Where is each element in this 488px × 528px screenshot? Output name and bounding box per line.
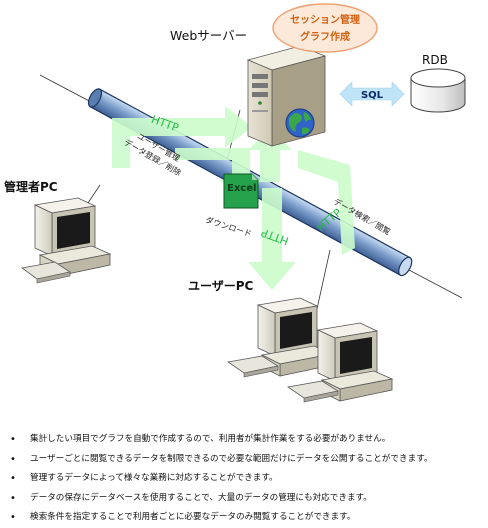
svg-text:グラフ作成: グラフ作成 — [300, 30, 350, 43]
user-download-arrow — [248, 188, 296, 290]
svg-text:Excel: Excel — [227, 183, 256, 194]
feature-item: データの保存にデータベースを使用することで、大量のデータの管理にも対応できます。 — [10, 489, 485, 509]
admin-pc-icon — [21, 197, 112, 284]
feature-item: ユーザーごとに閲覧できるデータを制限できるので必要な範囲だけにデータを公開するこ… — [10, 450, 485, 470]
web-server-label: Webサーバー — [170, 28, 247, 43]
svg-text:SQL: SQL — [361, 90, 384, 101]
web-server-icon — [246, 45, 327, 147]
feature-list: 集計したい項目でグラフを自動で作成するので、利用者が集計作業をする必要がありませ… — [10, 430, 485, 528]
excel-file-icon: Excel — [223, 173, 259, 209]
download-caption: ダウンロード — [204, 214, 253, 238]
session-graph-bubble: セッション管理 グラフ作成 — [272, 3, 378, 53]
user-pc-icon-2 — [286, 322, 394, 403]
user-pc-icon-1 — [226, 297, 334, 378]
admin-pc-label: 管理者PC — [4, 179, 58, 194]
user-search-arrow — [298, 150, 355, 255]
rdb-label: RDB — [422, 53, 448, 67]
globe-icon — [285, 108, 315, 138]
rdb-database-icon — [410, 68, 466, 113]
feature-item: 集計したい項目でグラフを自動で作成するので、利用者が集計作業をする必要がありませ… — [10, 430, 485, 450]
user-pc-label: ユーザーPC — [188, 279, 254, 293]
svg-text:セッション管理: セッション管理 — [290, 13, 360, 26]
sql-arrow: SQL — [339, 81, 405, 107]
feature-item: 管理するデータによって様々な業務に対応することができます。 — [10, 469, 485, 489]
system-diagram: HTTP HTTP HTTP ユーザー管理 データ登録／削除 データ検索／閲覧 … — [4, 3, 466, 403]
admin-upload-arrow — [112, 106, 252, 168]
feature-item: 検索条件を指定することで利用者ごとに必要なデータのみ閲覧することができます。 — [10, 508, 485, 528]
